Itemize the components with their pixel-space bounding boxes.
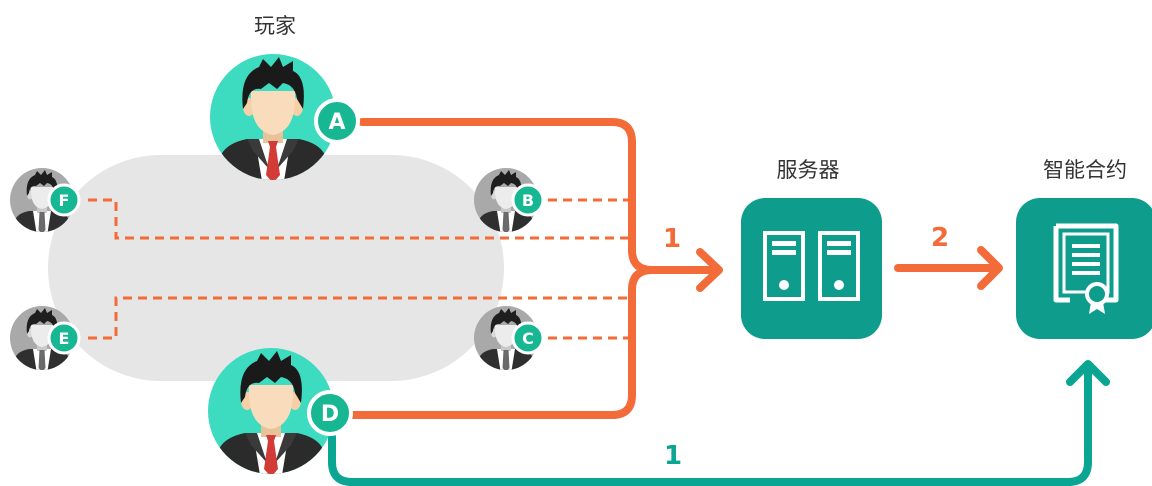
arrow-to-server-head: [696, 248, 723, 292]
contract-label: 智能合约: [1043, 158, 1127, 182]
player-c-id: C: [522, 329, 534, 348]
server-label: 服务器: [777, 158, 840, 182]
step-label-direct: 1: [664, 441, 682, 471]
server-icon: [763, 231, 860, 301]
player-f-id: F: [59, 191, 70, 210]
player-a: A: [210, 54, 360, 187]
server-box: [741, 198, 882, 339]
connector-d-to-contract: [328, 362, 1092, 486]
dashed-f: [88, 198, 630, 240]
player-e-id: E: [59, 329, 70, 348]
player-c: C: [474, 306, 545, 374]
player-b-badge: [511, 183, 545, 217]
server-node: [741, 198, 882, 339]
contract-box: [1016, 198, 1152, 339]
step-label-to-contract: 2: [931, 223, 949, 253]
player-d-id: D: [321, 402, 339, 427]
player-d-badge: [307, 390, 353, 436]
player-f: F: [10, 168, 81, 236]
game-table: [48, 155, 504, 381]
player-b: B: [474, 168, 545, 236]
player-e-badge: [47, 321, 81, 355]
connector-d-to-server: [348, 266, 656, 419]
player-e: E: [10, 306, 81, 374]
certificate-icon: [1053, 223, 1119, 314]
player-c-badge: [511, 321, 545, 355]
player-a-badge: [314, 98, 360, 144]
arrow-to-contract-head: [977, 246, 1003, 290]
player-f-badge: [47, 183, 81, 217]
players-label: 玩家: [254, 14, 296, 38]
dashed-connectors: [88, 198, 630, 340]
player-a-id: A: [328, 110, 345, 135]
arrow-to-contract-up-head: [1066, 360, 1110, 386]
player-b-id: B: [522, 191, 534, 210]
step-label-to-server: 1: [663, 224, 681, 254]
dashed-e: [88, 296, 630, 340]
player-d: D: [208, 348, 353, 481]
contract-node: [1016, 198, 1152, 339]
